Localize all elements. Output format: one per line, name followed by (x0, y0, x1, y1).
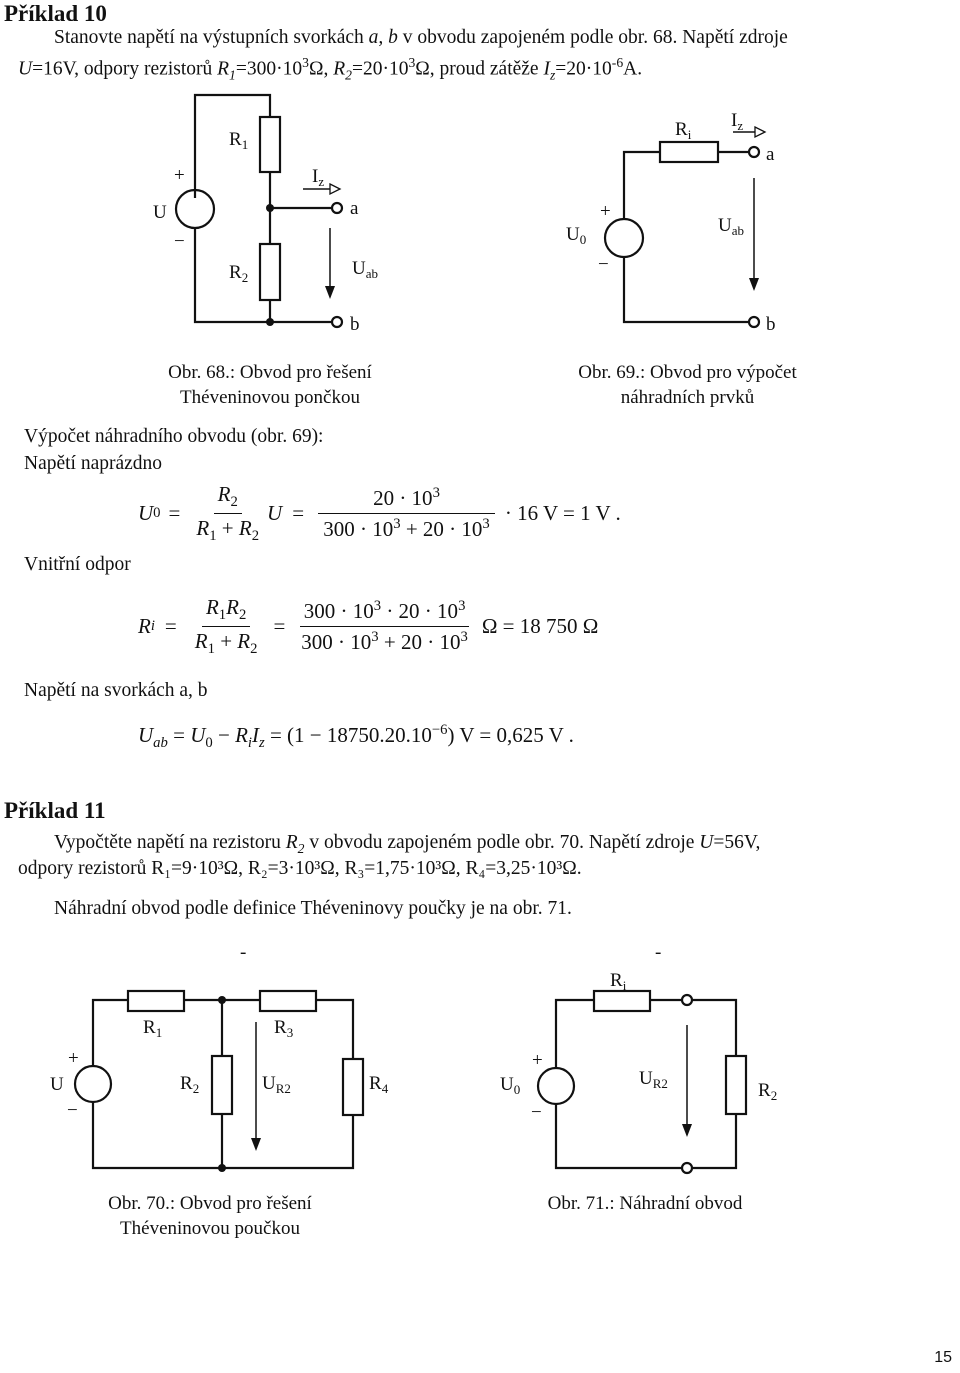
figure-68-caption: Obr. 68.: Obvod pro řešení Théveninovou … (130, 360, 410, 410)
ex11-paragraph-line1: Vypočtěte napětí na rezistoru R2 v obvod… (54, 830, 760, 862)
ex11-paragraph-line3: Náhradní obvod podle definice Théveninov… (54, 898, 572, 919)
caption-line: Théveninovou pončkou (180, 387, 360, 408)
text-run: v obvodu zapojeném podle obr. 68. Napětí… (402, 27, 788, 48)
label-Ri: Ri (610, 970, 627, 993)
text-run: =300·10 (235, 58, 303, 80)
label-minus: − (531, 1102, 542, 1123)
terminals-ab: a, b (368, 27, 398, 48)
var-R2: R (285, 832, 298, 853)
equation-uab: Uab = U0 − RiIz = (1 − 18750.20.10−6) V … (138, 722, 574, 752)
caption-line: Théveninovou poučkou (120, 1218, 300, 1239)
label-U: U (153, 202, 167, 223)
label-dash: - (655, 942, 661, 963)
terminal-a: a (350, 198, 359, 219)
example-10-heading: Příklad 10 (4, 1, 107, 26)
figure-69-caption: Obr. 69.: Obvod pro výpočet náhradních p… (545, 360, 830, 410)
section-internal-resistance: Vnitřní odpor (24, 554, 131, 575)
sub: 1 (229, 67, 236, 83)
section-terminal-voltage: Napětí na svorkách a, b (24, 680, 208, 701)
label-plus: + (174, 165, 185, 186)
label-UR2: UR2 (639, 1068, 668, 1091)
figure-71-caption: Obr. 71.: Náhradní obvod (547, 1193, 743, 1214)
text-run: A. (623, 58, 643, 80)
label-R2: R2 (758, 1080, 777, 1103)
var-U: U (18, 58, 33, 80)
equation-uab-value: = (1 − 18750.20.10 (269, 723, 432, 747)
ex11-paragraph-line2: odpory rezistorů R₁=9·10³Ω, R₂=3·10³Ω, R… (18, 858, 582, 879)
text-run: Vypočtěte napětí na rezistoru (54, 832, 281, 853)
text-run: Ω, (308, 58, 329, 80)
sub: 2 (345, 67, 352, 83)
ex10-paragraph-line1: Stanovte napětí na výstupních svorkách a… (54, 25, 788, 51)
label-U0: U0 (500, 1074, 520, 1097)
text-run: v obvodu zapojeném podle obr. 70. Napětí… (309, 832, 695, 853)
terminal-b: b (766, 314, 776, 335)
label-minus: − (174, 231, 185, 252)
example-11-heading: Příklad 11 (4, 798, 106, 823)
label-plus: + (532, 1050, 543, 1071)
caption-line: náhradních prvků (620, 387, 755, 408)
text-run: =56V, (713, 832, 761, 853)
caption-line: Obr. 68.: Obvod pro řešení (168, 362, 372, 383)
page-number: 15 (934, 1349, 952, 1366)
label-plus: + (600, 201, 611, 222)
terminal-b: b (350, 314, 360, 335)
sub: 2 (297, 840, 305, 856)
text-run: =20·10 (555, 58, 612, 80)
label-U: U (50, 1074, 64, 1095)
label-dash: - (240, 942, 246, 963)
sup: -6 (611, 55, 624, 70)
var-U: U (699, 832, 714, 853)
equation-uab-result: ) V = 0,625 V . (447, 723, 574, 747)
var-Iz: I (543, 58, 550, 80)
sup: 3 (302, 55, 309, 70)
equation-u0-result: · 16 V = 1 V . (504, 501, 621, 526)
caption-line: Obr. 70.: Obvod pro řešení (108, 1193, 312, 1214)
sup: 3 (408, 55, 416, 70)
figure-70-caption: Obr. 70.: Obvod pro řešení Théveninovou … (70, 1191, 350, 1241)
text-run: Stanovte napětí na výstupních svorkách (54, 27, 364, 48)
section-open-circuit-voltage: Napětí naprázdno (24, 453, 163, 474)
label-minus: − (598, 254, 609, 275)
text-run: =16V, odpory rezistorů (32, 58, 213, 80)
label-minus: − (67, 1100, 78, 1121)
label-Ri: Ri (675, 119, 692, 142)
calc-title: Výpočet náhradního obvodu (obr. 69): (24, 426, 324, 447)
sup: −6 (431, 722, 448, 738)
sub: z (549, 67, 556, 83)
equation-ri-result: Ω = 18 750 Ω (481, 614, 599, 639)
text-run: Ω, proud zátěže (415, 58, 539, 80)
ex10-paragraph-line2: U=16V, odpory rezistorů R1=300·103Ω, R2=… (18, 50, 642, 88)
label-plus: + (68, 1048, 79, 1069)
caption-line: Obr. 69.: Obvod pro výpočet (578, 362, 797, 383)
var-R2: R (333, 58, 346, 80)
var-R1: R (217, 58, 230, 80)
text-run: =20·10 (351, 58, 409, 80)
terminal-a: a (766, 144, 775, 165)
